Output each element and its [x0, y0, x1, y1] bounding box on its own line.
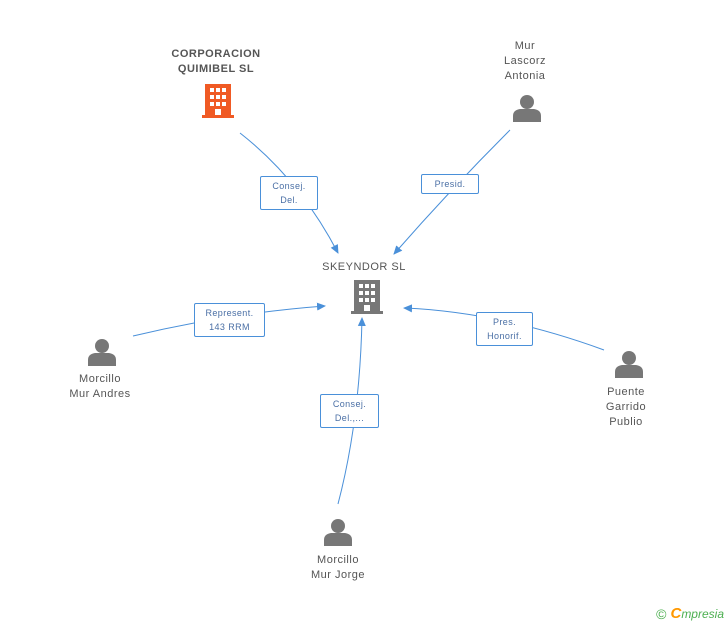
person-icon[interactable] — [615, 350, 643, 378]
footer-brand[interactable]: © Cmpresia — [656, 605, 724, 622]
edge-label-puente[interactable]: Pres. Honorif. — [476, 312, 533, 346]
edge-label-mur-lascorz[interactable]: Presid. — [421, 174, 479, 194]
person-morcillo-mur-jorge-name: Morcillo Mur Jorge — [310, 554, 366, 581]
edge-label-morcillo-jorge[interactable]: Consej. Del.,... — [320, 394, 379, 428]
edge-label-morcillo-andres[interactable]: Represent. 143 RRM — [194, 303, 265, 337]
empresia-logo: Cmpresia — [670, 605, 724, 622]
center-company-name: SKEYNDOR SL — [322, 261, 406, 273]
copyright-icon: © — [656, 605, 667, 622]
company-corporacion-quimibel-name: CORPORACION QUIMIBEL SL — [171, 48, 261, 75]
person-icon[interactable] — [324, 518, 352, 546]
edge-label-corporacion[interactable]: Consej. Del. — [260, 176, 318, 210]
person-mur-lascorz-antonia-name: Mur Lascorz Antonia — [503, 40, 547, 82]
building-icon[interactable] — [202, 83, 234, 119]
person-morcillo-mur-andres-name: Morcillo Mur Andres — [69, 373, 131, 400]
person-puente-garrido-publio-name: Puente Garrido Publio — [605, 386, 647, 428]
person-icon[interactable] — [513, 94, 541, 122]
building-icon[interactable] — [351, 279, 383, 315]
person-icon[interactable] — [88, 338, 116, 366]
